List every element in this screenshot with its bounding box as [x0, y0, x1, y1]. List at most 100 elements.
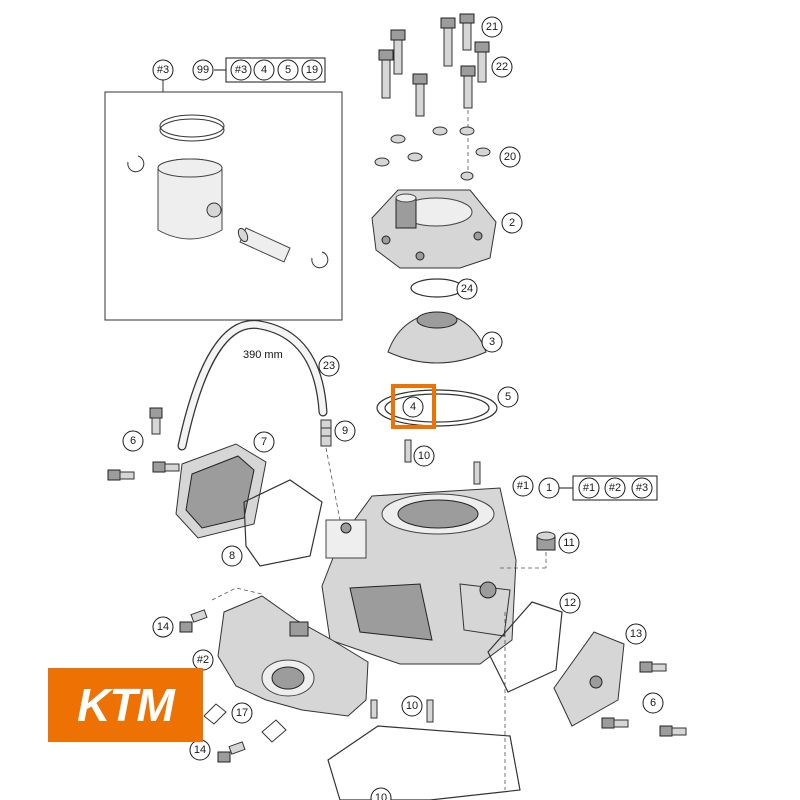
callout-24: 24	[456, 278, 478, 300]
callout-kit-piston-item: 4	[253, 59, 275, 81]
piston-pin	[237, 227, 291, 263]
callout-7: 7	[253, 431, 275, 453]
circlip-left	[127, 155, 145, 173]
cylinder-head	[371, 189, 497, 269]
bolts-flange	[179, 609, 246, 763]
o-ring	[410, 278, 464, 298]
cylinder	[321, 487, 517, 665]
svg-text:10: 10	[406, 700, 418, 712]
callout-9: 9	[334, 420, 356, 442]
valve-cover-left	[175, 443, 267, 539]
svg-text:5: 5	[505, 391, 511, 403]
svg-text:11: 11	[563, 537, 574, 549]
breather-hose: 390 mm	[177, 319, 328, 451]
svg-text:1: 1	[546, 482, 552, 494]
svg-text:20: 20	[504, 151, 516, 163]
head-bolts	[378, 13, 490, 117]
svg-text:#2: #2	[197, 654, 209, 666]
svg-text:14: 14	[194, 744, 206, 756]
washers	[374, 126, 491, 181]
svg-text:24: 24	[461, 283, 473, 295]
callout-kit-cylinder-item: #1	[578, 477, 600, 499]
piston-ring	[159, 114, 225, 142]
callout-ref-2: #2	[192, 649, 214, 671]
dowel-pin	[426, 699, 434, 723]
svg-text:99: 99	[197, 64, 209, 76]
svg-text:19: 19	[306, 64, 318, 76]
dowel-pin	[404, 439, 412, 463]
ktm-logo-text: KTM	[77, 679, 175, 731]
callout-12: 12	[559, 592, 581, 614]
svg-text:21: 21	[486, 21, 498, 33]
clip	[203, 703, 227, 725]
svg-text:4: 4	[410, 401, 416, 413]
callout-2: 2	[501, 212, 523, 234]
callout-11: 11	[558, 532, 580, 554]
svg-text:7: 7	[261, 436, 267, 448]
callout-21: 21	[481, 16, 503, 38]
callout-kit-piston-item: 5	[277, 59, 299, 81]
callout-3: 3	[481, 331, 503, 353]
callout-14: 14	[152, 616, 174, 638]
dowel-pin	[473, 461, 481, 485]
svg-text:14: 14	[157, 621, 169, 633]
hose-length-label: 390 mm	[243, 349, 283, 361]
callout-bottom-partial: 10	[370, 787, 392, 800]
svg-text:#3: #3	[636, 482, 648, 494]
callout-8: 8	[221, 545, 243, 567]
callout-22: 22	[491, 56, 513, 78]
svg-text:6: 6	[650, 697, 656, 709]
clip	[261, 719, 287, 743]
svg-text:#1: #1	[583, 482, 595, 494]
combustion-chamber-insert	[387, 311, 487, 364]
bolts-left	[107, 407, 180, 481]
svg-text:9: 9	[342, 425, 348, 437]
svg-text:#1: #1	[517, 480, 529, 492]
callout-6: 6	[122, 430, 144, 452]
callout-23: 23	[318, 355, 340, 377]
svg-text:4: 4	[261, 64, 267, 76]
callout-14-bottom: 14	[189, 739, 211, 761]
callout-kit-cylinder-item: #2	[604, 477, 626, 499]
hose-nipple	[320, 419, 332, 447]
callout-kit-piston-item: #3	[230, 59, 252, 81]
svg-text:3: 3	[489, 336, 495, 348]
dowel-pin	[370, 699, 378, 719]
callout-10: 10	[413, 445, 435, 467]
svg-text:6: 6	[130, 435, 136, 447]
svg-text:12: 12	[564, 597, 576, 609]
svg-text:2: 2	[509, 217, 515, 229]
callout-4-highlighted[interactable]: 4	[391, 384, 436, 429]
callout-1: 1	[538, 477, 560, 499]
callout-17: 17	[231, 702, 253, 724]
callout-10-bottom: 10	[401, 695, 423, 717]
svg-text:5: 5	[285, 64, 291, 76]
plug-cap	[536, 531, 556, 551]
base-gasket	[327, 725, 521, 800]
svg-text:10: 10	[375, 792, 387, 800]
callout-99: 99	[192, 59, 214, 81]
piston	[157, 158, 223, 240]
callout-ref-1: #1	[512, 475, 534, 497]
callout-5: 5	[497, 386, 519, 408]
svg-text:17: 17	[236, 707, 248, 719]
callout-kit-cylinder-item: #3	[631, 477, 653, 499]
svg-text:#2: #2	[609, 482, 621, 494]
svg-text:8: 8	[229, 550, 235, 562]
callout-13: 13	[625, 623, 647, 645]
head-gaskets	[376, 389, 498, 427]
exhaust-flange	[217, 595, 369, 717]
bolts-right	[601, 661, 687, 737]
callout-20: 20	[499, 146, 521, 168]
callout-piston-ref: #3	[152, 59, 174, 81]
svg-text:23: 23	[323, 360, 335, 372]
svg-text:#3: #3	[235, 64, 247, 76]
circlip-right	[311, 251, 329, 269]
ktm-logo: KTM	[48, 668, 203, 742]
piston-kit-inset	[104, 80, 343, 321]
callout-kit-piston-item: 19	[301, 59, 323, 81]
svg-text:10: 10	[418, 450, 430, 462]
svg-text:22: 22	[496, 61, 508, 73]
valve-cover-gasket	[243, 479, 323, 567]
